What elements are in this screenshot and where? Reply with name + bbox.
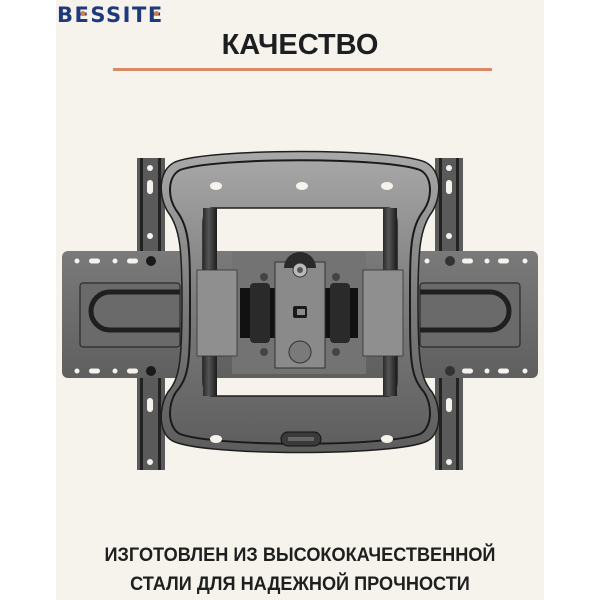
logo-accent-dot: • xyxy=(151,7,163,23)
product-caption: ИЗГОТОВЛЕН ИЗ ВЫСОКОКАЧЕСТВЕННОЙ СТАЛИ Д… xyxy=(21,541,579,599)
arm-pillars xyxy=(196,208,404,396)
arm-frame xyxy=(160,150,440,454)
page-title: КАЧЕСТВО xyxy=(221,29,379,61)
logo-accent-dot: • xyxy=(78,7,89,23)
product-image xyxy=(56,120,544,480)
brand-logo: BE•SSITE• xyxy=(57,3,164,27)
caption-line-1: ИЗГОТОВЛЕН ИЗ ВЫСОКОКАЧЕСТВЕННОЙ xyxy=(104,544,496,566)
swivel-mechanism xyxy=(232,252,366,374)
caption-line-2: СТАЛИ ДЛЯ НАДЕЖНОЙ ПРОЧНОСТИ xyxy=(130,573,470,595)
title-divider xyxy=(113,68,492,71)
